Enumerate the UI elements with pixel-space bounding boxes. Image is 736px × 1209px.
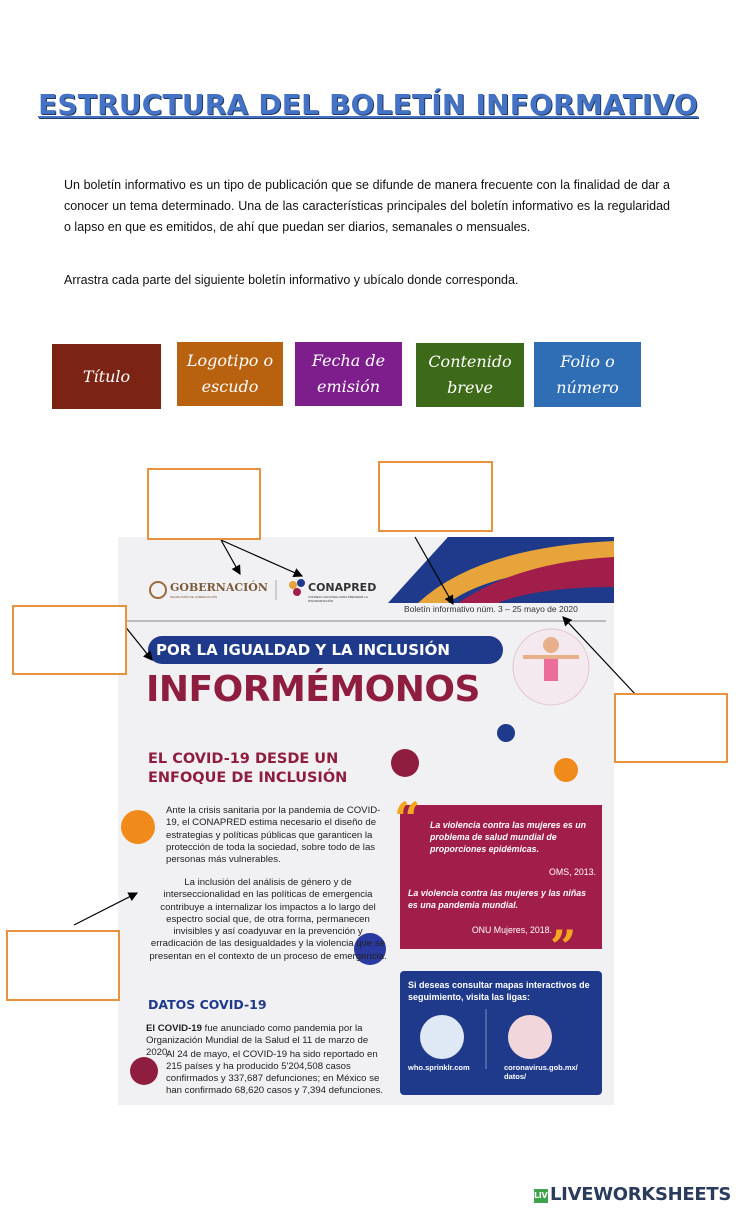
tile-folio[interactable]: Folio o número xyxy=(534,342,641,407)
newsletter-decor: “ ” xyxy=(121,537,614,1095)
link-coronavirus: coronavirus.gob.mx/ datos/ xyxy=(504,1063,578,1081)
drop-box-logotipo[interactable] xyxy=(147,468,261,540)
intro-paragraph: Un boletín informativo es un tipo de pub… xyxy=(64,178,670,234)
datos-paragraph-2: Al 24 de mayo, el COVID-19 ha sido repor… xyxy=(166,1049,384,1096)
drop-box-fecha[interactable] xyxy=(614,693,728,763)
instruction-text: Arrastra cada parte del siguiente boletí… xyxy=(64,273,519,287)
section-title: EL COVID-19 DESDE UN ENFOQUE DE INCLUSIÓ… xyxy=(148,751,348,786)
paragraph-2: La inclusión del análisis de género y de… xyxy=(149,877,387,962)
gov-logo-text: GOBERNACIÓN xyxy=(170,581,268,594)
datos-text: fue anunciado como pandemia por la Organ… xyxy=(146,1023,369,1058)
quote-1: La violencia contra las mujeres es un pr… xyxy=(430,820,586,854)
drop-box-folio[interactable] xyxy=(378,461,493,532)
gov-logo-sub: SECRETARÍA DE GOBERNACIÓN xyxy=(170,595,218,599)
conapred-logo-text: CONAPRED xyxy=(308,581,377,594)
tile-fecha[interactable]: Fecha de emisión xyxy=(295,342,402,406)
drop-box-contenido[interactable] xyxy=(6,930,120,1001)
newsletter-banner: POR LA IGUALDAD Y LA INCLUSIÓN xyxy=(156,641,450,659)
paragraph-1: Ante la crisis sanitaria por la pandemia… xyxy=(166,805,381,866)
quote-2: La violencia contra las mujeres y las ni… xyxy=(408,888,586,910)
page-title: ESTRUCTURA DEL BOLETÍN INFORMATIVO xyxy=(38,88,698,121)
svg-text:“: “ xyxy=(394,792,420,846)
liveworksheets-text: LIVEWORKSHEETS xyxy=(550,1184,732,1205)
newsletter-headline: INFORMÉMONOS xyxy=(146,669,480,710)
live-badge-icon: LIVE xyxy=(534,1189,553,1203)
links-title: Si deseas consultar mapas interactivos d… xyxy=(408,980,590,1002)
drop-box-titulo[interactable] xyxy=(12,605,127,675)
svg-text:”: ” xyxy=(550,920,576,974)
liveworksheets-logo: LIVELIVEWORKSHEETS xyxy=(534,1184,731,1205)
datos-title: DATOS COVID-19 xyxy=(148,997,267,1012)
tile-contenido[interactable]: Contenido breve xyxy=(416,343,524,407)
datos-bold: El COVID-19 xyxy=(146,1023,202,1034)
link-who: who.sprinklr.com xyxy=(408,1063,470,1072)
tile-logotipo[interactable]: Logotipo o escudo xyxy=(177,342,283,406)
conapred-logo-sub: CONSEJO NACIONAL PARA PREVENIR LA DISCRI… xyxy=(308,595,368,603)
newsletter-image: “ ” GOBERNACIÓN SECRETARÍA DE GOBERNACIÓ… xyxy=(118,537,614,1105)
quote-2-source: ONU Mujeres, 2018. xyxy=(471,925,552,935)
datos-paragraph-1: El COVID-19 fue anunciado como pandemia … xyxy=(146,1023,390,1059)
newsletter-folio: Boletín informativo núm. 3 – 25 mayo de … xyxy=(404,604,578,614)
tile-titulo[interactable]: Título xyxy=(52,344,161,409)
quote-1-source: OMS, 2013. xyxy=(549,867,596,877)
